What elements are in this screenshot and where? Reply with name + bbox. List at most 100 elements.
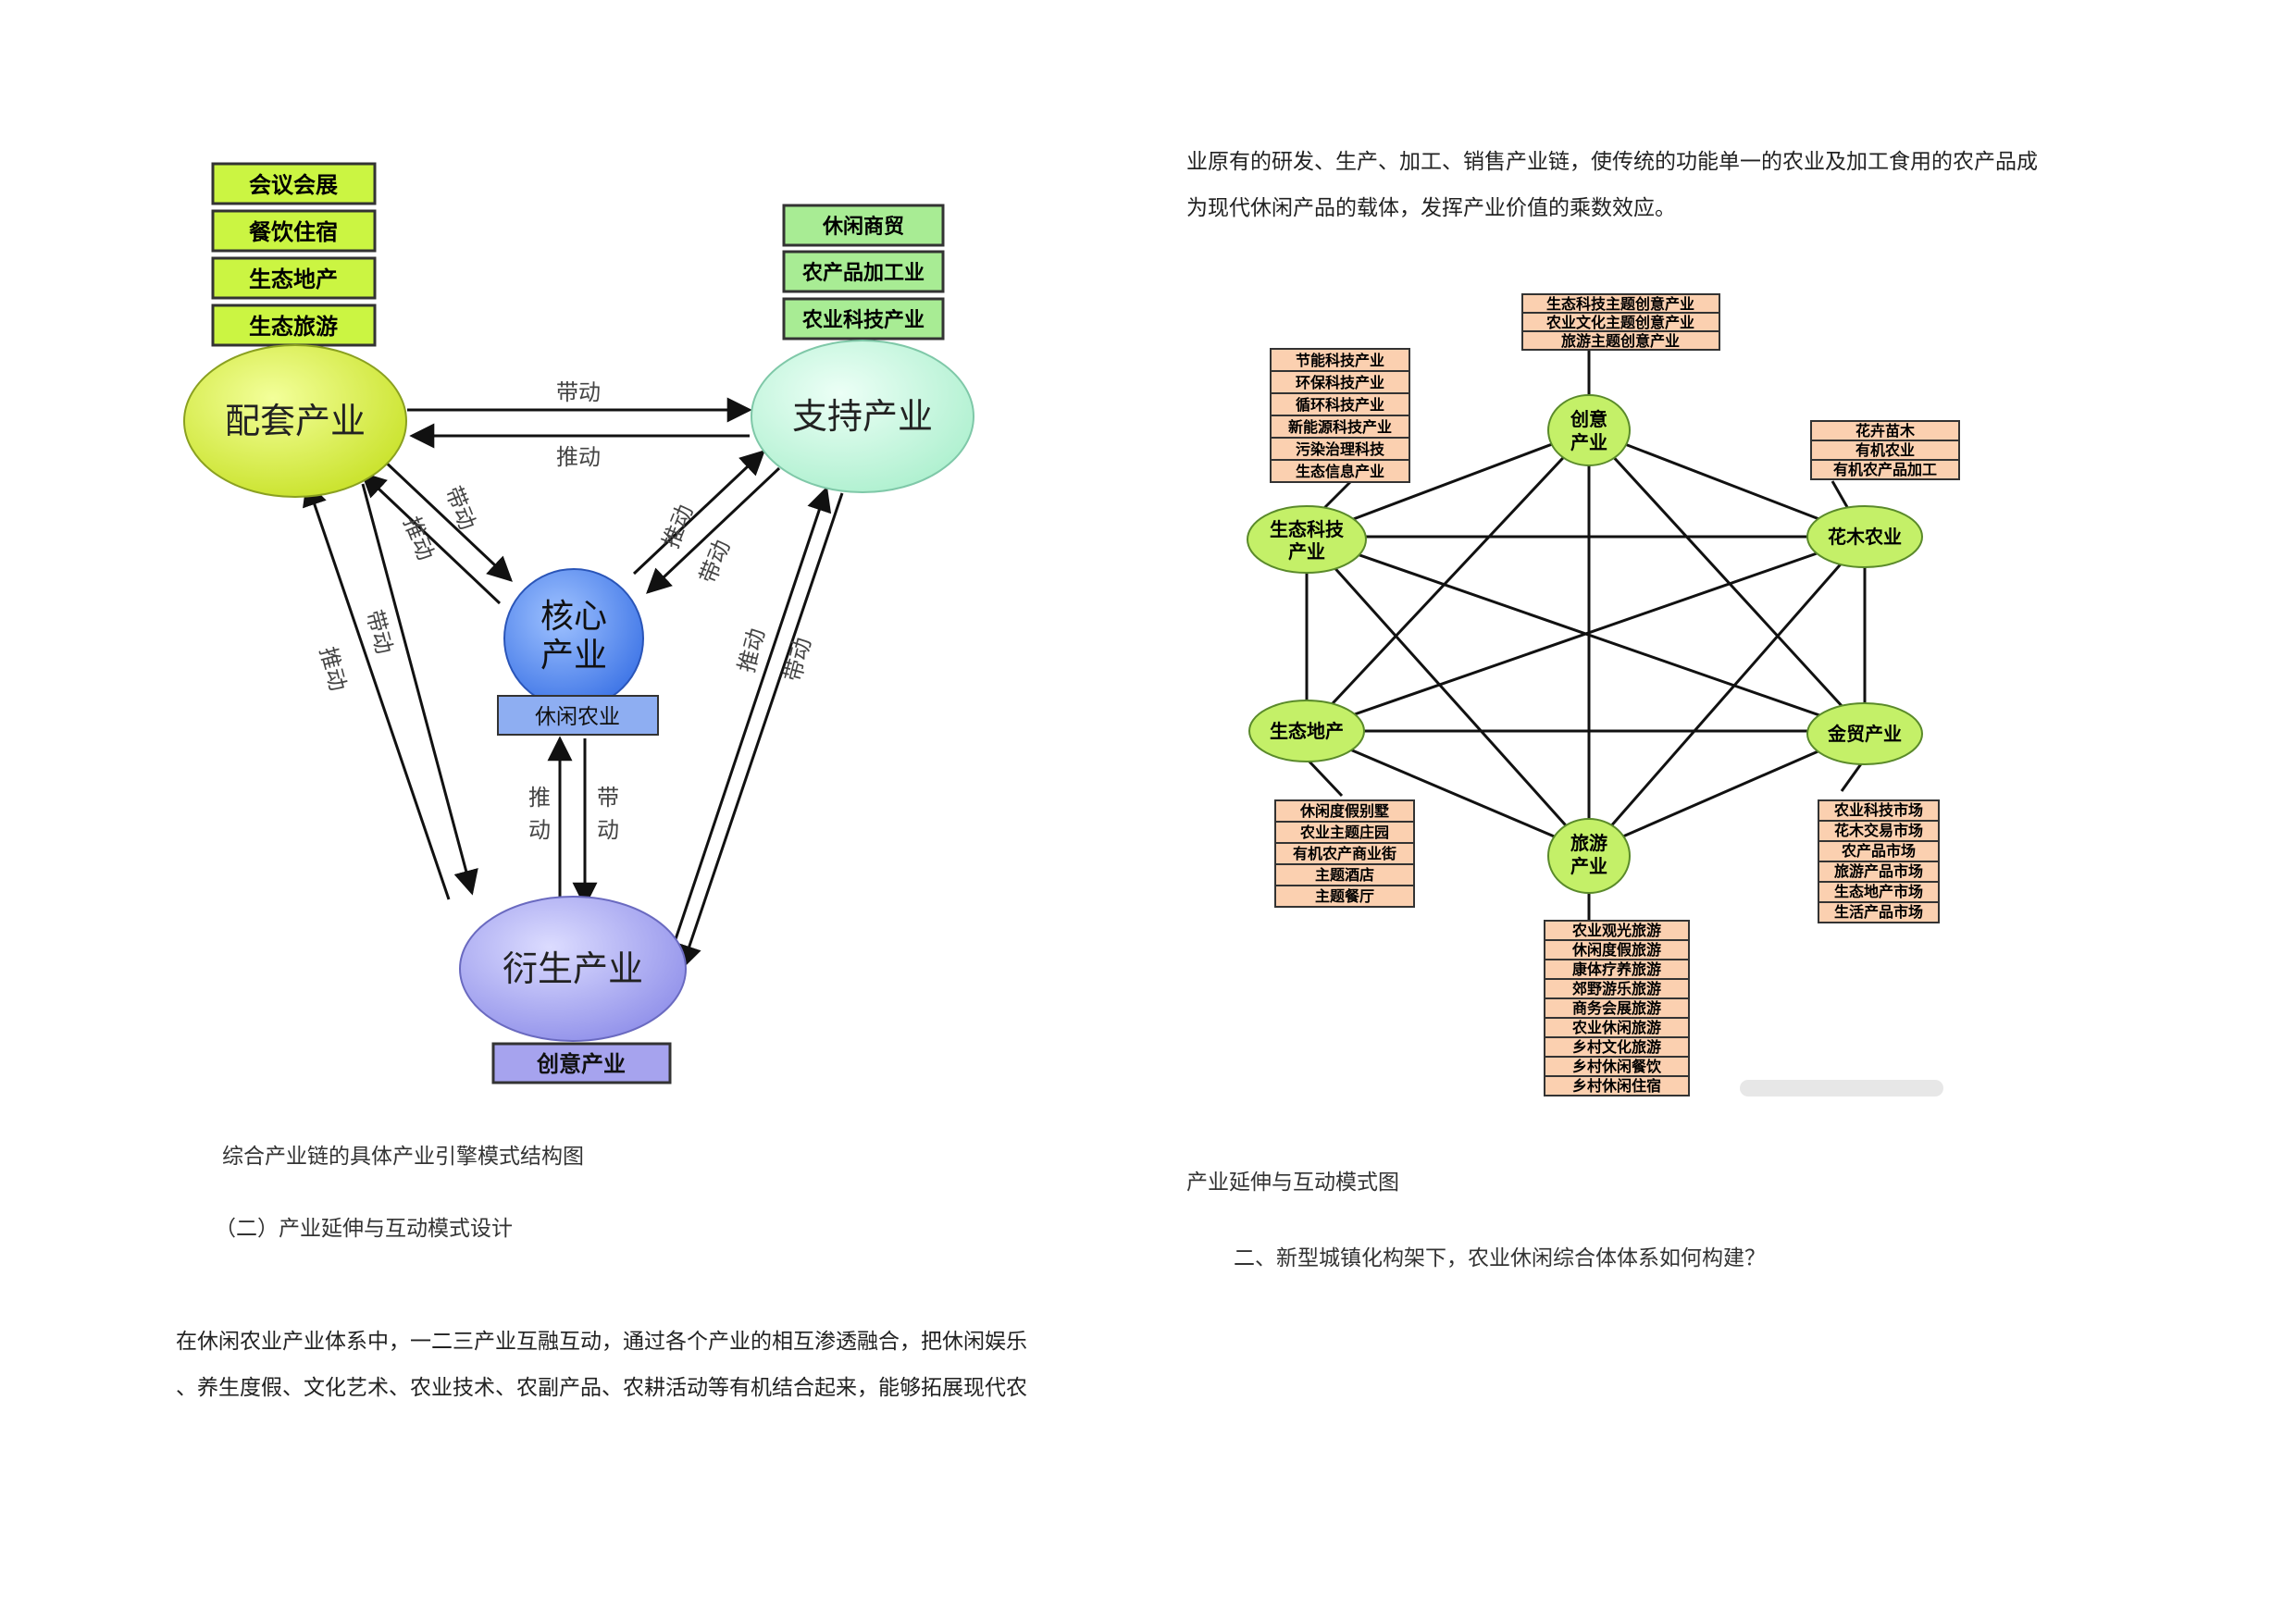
- edge-label: 带动: [440, 483, 480, 534]
- box-item: 农业休闲旅游: [1571, 1019, 1661, 1036]
- node-peitao: 配套产业: [183, 344, 407, 498]
- svg-text:产业: 产业: [1570, 431, 1607, 453]
- box-item: 乡村休闲住宿: [1572, 1077, 1661, 1095]
- yansheng-item-box: [491, 1042, 672, 1084]
- box-item: 节能科技产业: [1296, 352, 1384, 369]
- edge-label: 动: [597, 817, 619, 843]
- box-item: 有机农业: [1855, 441, 1915, 459]
- arrow-peitao-to-hexin: [379, 456, 513, 582]
- node-zhichi: 支持产业: [751, 340, 974, 493]
- box-item: 有机农产品加工: [1833, 461, 1937, 478]
- box-item: 休闲度假旅游: [1571, 941, 1661, 959]
- svg-text:产业: 产业: [1570, 855, 1607, 877]
- box-item: 环保科技产业: [1296, 374, 1384, 391]
- shengtai-keji-box-list: 节能科技产业 环保科技产业 循环科技产业 新能源科技产业 污染治理科技 生态信息…: [1270, 348, 1410, 483]
- chuangyi-box-list: 生态科技主题创意产业 农业文化主题创意产业 旅游主题创意产业: [1521, 293, 1720, 351]
- box-item: 有机农产商业街: [1293, 845, 1396, 862]
- lvyou-box-list: 农业观光旅游 休闲度假旅游 康体疗养旅游 郊野游乐旅游 商务会展旅游 农业休闲旅…: [1544, 920, 1690, 1096]
- arrow-yansheng-to-peitao: [303, 480, 451, 900]
- peitao-item: 生态地产: [249, 266, 338, 292]
- box-item: 污染治理科技: [1296, 440, 1385, 458]
- paragraph-line: 、养生度假、文化艺术、农业技术、农副产品、农耕活动等有机结合起来，能够拓展现代农: [176, 1376, 1027, 1400]
- box-item: 生态地产市场: [1834, 883, 1923, 900]
- watermark: [1740, 1080, 1943, 1096]
- box-item: 生活产品市场: [1834, 903, 1923, 921]
- hexin-item-box: [497, 695, 659, 736]
- left-diagram-caption: 综合产业链的具体产业引擎模式结构图: [222, 1145, 584, 1169]
- box-item: 乡村文化旅游: [1572, 1038, 1661, 1056]
- edge-label: 推动: [315, 644, 351, 694]
- arrow-hexin-to-zhichi: [632, 450, 765, 576]
- svg-text:金贸产业: 金贸产业: [1827, 723, 1902, 745]
- hex-node-huamu: 花木农业: [1806, 505, 1923, 568]
- svg-text:旅游: 旅游: [1570, 832, 1607, 854]
- edge-label: 带动: [556, 379, 601, 405]
- industry-extension-diagram: 生态科技主题创意产业 农业文化主题创意产业 旅游主题创意产业 节能科技产业 环保…: [1247, 293, 1960, 1096]
- box-item: 郊野游乐旅游: [1572, 980, 1661, 997]
- box-item: 乡村休闲餐饮: [1572, 1058, 1662, 1075]
- arrow-hexin-to-peitao: [361, 472, 502, 605]
- edge-label: 动: [528, 817, 551, 843]
- hex-node-lvyou: 旅游 产业: [1547, 818, 1631, 894]
- arrow-zhichi-to-yansheng: [676, 492, 844, 971]
- svg-text:产业: 产业: [1288, 540, 1325, 563]
- box-item: 康体疗养旅游: [1572, 960, 1661, 978]
- zhichi-item: 休闲商贸: [822, 215, 904, 239]
- arrow-peitao-to-yansheng: [361, 483, 478, 896]
- box-item: 农业主题庄园: [1299, 824, 1389, 841]
- right-diagram-caption: 产业延伸与互动模式图: [1186, 1171, 1399, 1195]
- jinmao-box-list: 农业科技市场 花木交易市场 农产品市场 旅游产品市场 生态地产市场 生活产品市场: [1818, 799, 1940, 923]
- edge-label: 带: [597, 785, 619, 811]
- box-item: 旅游主题创意产业: [1561, 332, 1680, 350]
- arrow-yansheng-to-zhichi: [667, 486, 832, 960]
- peitao-item: 餐饮住宿: [249, 219, 338, 245]
- paragraph-line: 业原有的研发、生产、加工、销售产业链，使传统的功能单一的农业及加工食用的农产品成: [1186, 150, 2038, 174]
- svg-text:支持产业: 支持产业: [792, 396, 933, 437]
- peitao-item-list: 会议会展 餐饮住宿 生态地产 生态旅游: [211, 162, 377, 347]
- zhichi-item: 农产品加工业: [801, 261, 925, 285]
- edge-label: 带动: [780, 635, 816, 685]
- box-item: 循环科技产业: [1296, 396, 1384, 414]
- zhichi-item: 农业科技产业: [801, 308, 925, 332]
- paragraph-line: 为现代休闲产品的载体，发挥产业价值的乘数效应。: [1186, 196, 1676, 220]
- huamu-box-list: 花卉苗木 有机农业 有机农产品加工: [1810, 420, 1960, 480]
- yansheng-item: 创意产业: [536, 1051, 626, 1077]
- svg-text:创意: 创意: [1570, 408, 1607, 430]
- svg-text:产业: 产业: [540, 637, 607, 675]
- industry-engine-diagram: 会议会展 餐饮住宿 生态地产 生态旅游 休闲商贸 农产品加工业 农业科技产业: [183, 162, 974, 1084]
- box-item: 花卉苗木: [1855, 422, 1916, 440]
- peitao-item: 会议会展: [249, 172, 338, 198]
- box-item: 生态科技主题创意产业: [1546, 295, 1694, 313]
- edge-label: 推动: [734, 626, 770, 675]
- box-item: 主题餐厅: [1315, 887, 1374, 905]
- box-item: 农业文化主题创意产业: [1545, 314, 1694, 331]
- box-item: 花木交易市场: [1834, 822, 1923, 839]
- node-hexin: 核心 产业: [503, 568, 644, 709]
- svg-text:生态地产: 生态地产: [1270, 720, 1344, 742]
- hex-node-shengtai-dichan: 生态地产: [1248, 700, 1365, 762]
- svg-text:配套产业: 配套产业: [225, 401, 366, 441]
- hex-node-chuangyi: 创意 产业: [1547, 394, 1631, 466]
- box-item: 农产品市场: [1841, 842, 1916, 860]
- edge-label: 推动: [556, 444, 601, 470]
- box-item: 旅游产品市场: [1834, 862, 1923, 880]
- hex-node-shengtai-keji: 生态科技 产业: [1247, 505, 1367, 574]
- section-heading: （二）产业延伸与互动模式设计: [215, 1217, 513, 1241]
- hexin-item: 休闲农业: [535, 705, 620, 729]
- edge-label: 推动: [398, 514, 439, 564]
- arrow-group: [303, 397, 844, 971]
- svg-text:核心: 核心: [540, 598, 607, 636]
- hex-node-jinmao: 金贸产业: [1806, 702, 1923, 765]
- box-item: 生态信息产业: [1296, 463, 1384, 480]
- box-item: 商务会展旅游: [1572, 999, 1661, 1017]
- paragraph-line: 在休闲农业产业体系中，一二三产业互融互动，通过各个产业的相互渗透融合，把休闲娱乐: [176, 1330, 1027, 1354]
- svg-text:花木农业: 花木农业: [1828, 526, 1902, 548]
- box-item: 农业科技市场: [1833, 801, 1923, 819]
- box-item: 新能源科技产业: [1288, 418, 1392, 436]
- right-section-heading: 二、新型城镇化构架下，农业休闲综合体体系如何构建？: [1234, 1246, 1766, 1270]
- shengtai-dichan-box-list: 休闲度假别墅 农业主题庄园 有机农产商业街 主题酒店 主题餐厅: [1274, 799, 1415, 908]
- arrow-zhichi-to-hexin: [646, 466, 781, 594]
- edge-label: 推动: [658, 502, 699, 552]
- box-item: 农业观光旅游: [1571, 922, 1661, 939]
